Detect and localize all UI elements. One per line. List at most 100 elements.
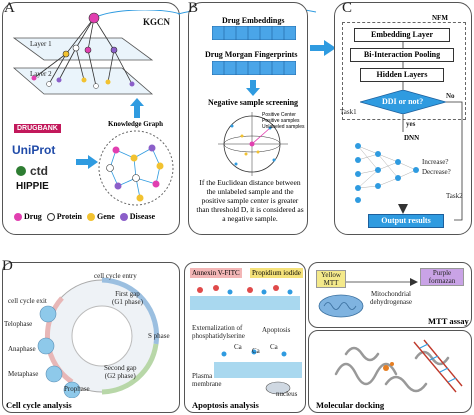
plasma-label: Plasma membrane [192,372,222,388]
ddi-label: DDI or not? [382,97,424,106]
decrease-label: Decrease? [422,168,451,176]
purple-label: Purple [432,269,452,277]
arrow-right-icon [310,40,336,56]
ca-label-3: Ca [270,343,278,351]
g2-title: Second gap [104,364,137,372]
g1-label: First gap (G1 phase) [112,290,143,306]
increase-label: Increase? [422,158,449,166]
disease-legend-icon [119,213,128,222]
legend-positive-samples: Positive samples [262,118,300,124]
mtt-caption: MTT assay [428,316,469,326]
decision-connectors [402,101,463,221]
external-line1: Externalization of [192,324,243,332]
negative-screening-title: Negative sample screening [208,98,299,107]
protein-legend-icon [46,213,55,222]
cycle-exit-label: cell cycle exit [8,297,47,305]
s-phase-label: S phase [148,332,170,340]
hidden-layers-box: Hidden Layers [360,68,444,82]
nfm-flow-arrows [402,42,404,92]
dehydro-line: dehydrogenase [370,298,412,306]
plasma-line1: Plasma [192,372,213,380]
g1-title: First gap [115,290,140,298]
output-results-box: Output results [368,214,444,228]
legend-unlabeled-samples: Unlabeled samples [262,124,305,130]
no-label: No [446,92,455,100]
protein-structure-illustration [334,339,463,393]
yellow-mtt-box: Yellow MTT [316,270,346,288]
ctd-icon [16,166,26,177]
screening-description: If the Euclidean distance between the un… [196,178,304,223]
mito-line: Mitochondrial [370,290,412,298]
uniprot-logo: UniProt [12,143,56,157]
screening-legend: Positive Center Positive samples Unlabel… [262,112,305,130]
formazan-label: formazan [428,277,456,285]
membrane-illustration-top [190,285,300,310]
panel-b-negative-screening [188,2,308,235]
cycle-entry-label: cell cycle entry [94,272,137,280]
prophase-label: Prophase [64,385,90,393]
legend-protein: Protein [56,212,82,221]
panel-b-letter: B [188,0,199,16]
screening-scatter [218,112,288,176]
g2-label: Second gap (G2 phase) [104,364,136,380]
ddi-decision-diamond [360,90,446,114]
legend-positive-center: Positive Center [262,112,296,118]
hippie-logo: HIPPIE [16,181,49,192]
yellow-label: Yellow [321,271,341,279]
bi-interaction-box: Bi-Interaction Pooling [350,48,454,62]
drug-embeddings-label: Drug Embeddings [222,16,285,25]
kgcn-layers-graph [12,10,180,95]
g1-subtitle: (G1 phase) [112,298,143,306]
dnn-network [355,143,419,203]
g2-subtitle: (G2 phase) [104,372,136,380]
plasma-line2: membrane [192,380,222,388]
formazan-box: Purple formazan [420,268,464,286]
cell-cycle-caption: Cell cycle analysis [6,400,72,410]
panel-e-apoptosis [184,262,306,413]
docking-caption: Molecular docking [316,400,385,410]
gene-legend-icon [86,213,95,222]
legend-drug: Drug [24,212,42,221]
task1-label: Task1 [340,108,357,116]
panel-d-letter: D [2,258,13,274]
nucleus-label: nucleus [276,390,298,398]
fingerprint-vector [212,61,296,75]
anaphase-label: Anaphase [8,345,36,353]
task2-label: Task2 [446,192,463,200]
kgcn-title: KGCN [143,17,170,27]
nfm-frame [342,22,466,120]
ctd-label: ctd [30,164,48,178]
mtt-label: MTT [323,279,339,287]
metaphase-label: Metaphase [8,370,39,378]
arrow-up-icon [130,98,144,118]
nfm-label: NFM [432,14,448,22]
dnn-label: DNN [404,134,420,142]
ctd-logo: ctd [16,162,48,180]
cell-cycle-wheel [37,277,160,398]
legend-disease: Disease [129,212,156,221]
ca-label-2: Ca [252,347,260,355]
layer2-label: Layer 2 [30,70,52,78]
arrow-right-icon [76,155,98,169]
legend-gene: Gene [96,212,115,221]
kgcn-legend: Drug Protein Gene Disease [14,212,156,222]
ca-label-1: Ca [234,343,242,351]
telophase-label: Telophase [4,320,33,328]
arrow-down-icon [246,80,260,96]
drug-legend-icon [14,213,22,222]
apoptosis-label: Apoptosis [262,326,291,334]
externalization-label: Externalization of phosphatidylserine [192,324,245,340]
knowledge-graph-network [98,130,174,206]
apoptosis-caption: Apoptosis analysis [192,400,259,410]
annexin-badge: Annexin V-FITC [190,268,242,278]
panel-g-docking [308,330,472,413]
drugbank-logo: DRUGBANK [14,124,61,133]
panel-a-letter: A [4,0,15,16]
knowledge-graph-label: Knowledge Graph [108,120,164,128]
morgan-fingerprints-label: Drug Morgan Fingerprints [205,50,298,59]
arrow-down-icon [398,204,408,214]
yes-label: yes [406,120,416,128]
external-line2: phosphatidylserine [192,332,245,340]
pi-badge: Propidium iodide [250,268,303,278]
embedding-vector [212,26,296,40]
